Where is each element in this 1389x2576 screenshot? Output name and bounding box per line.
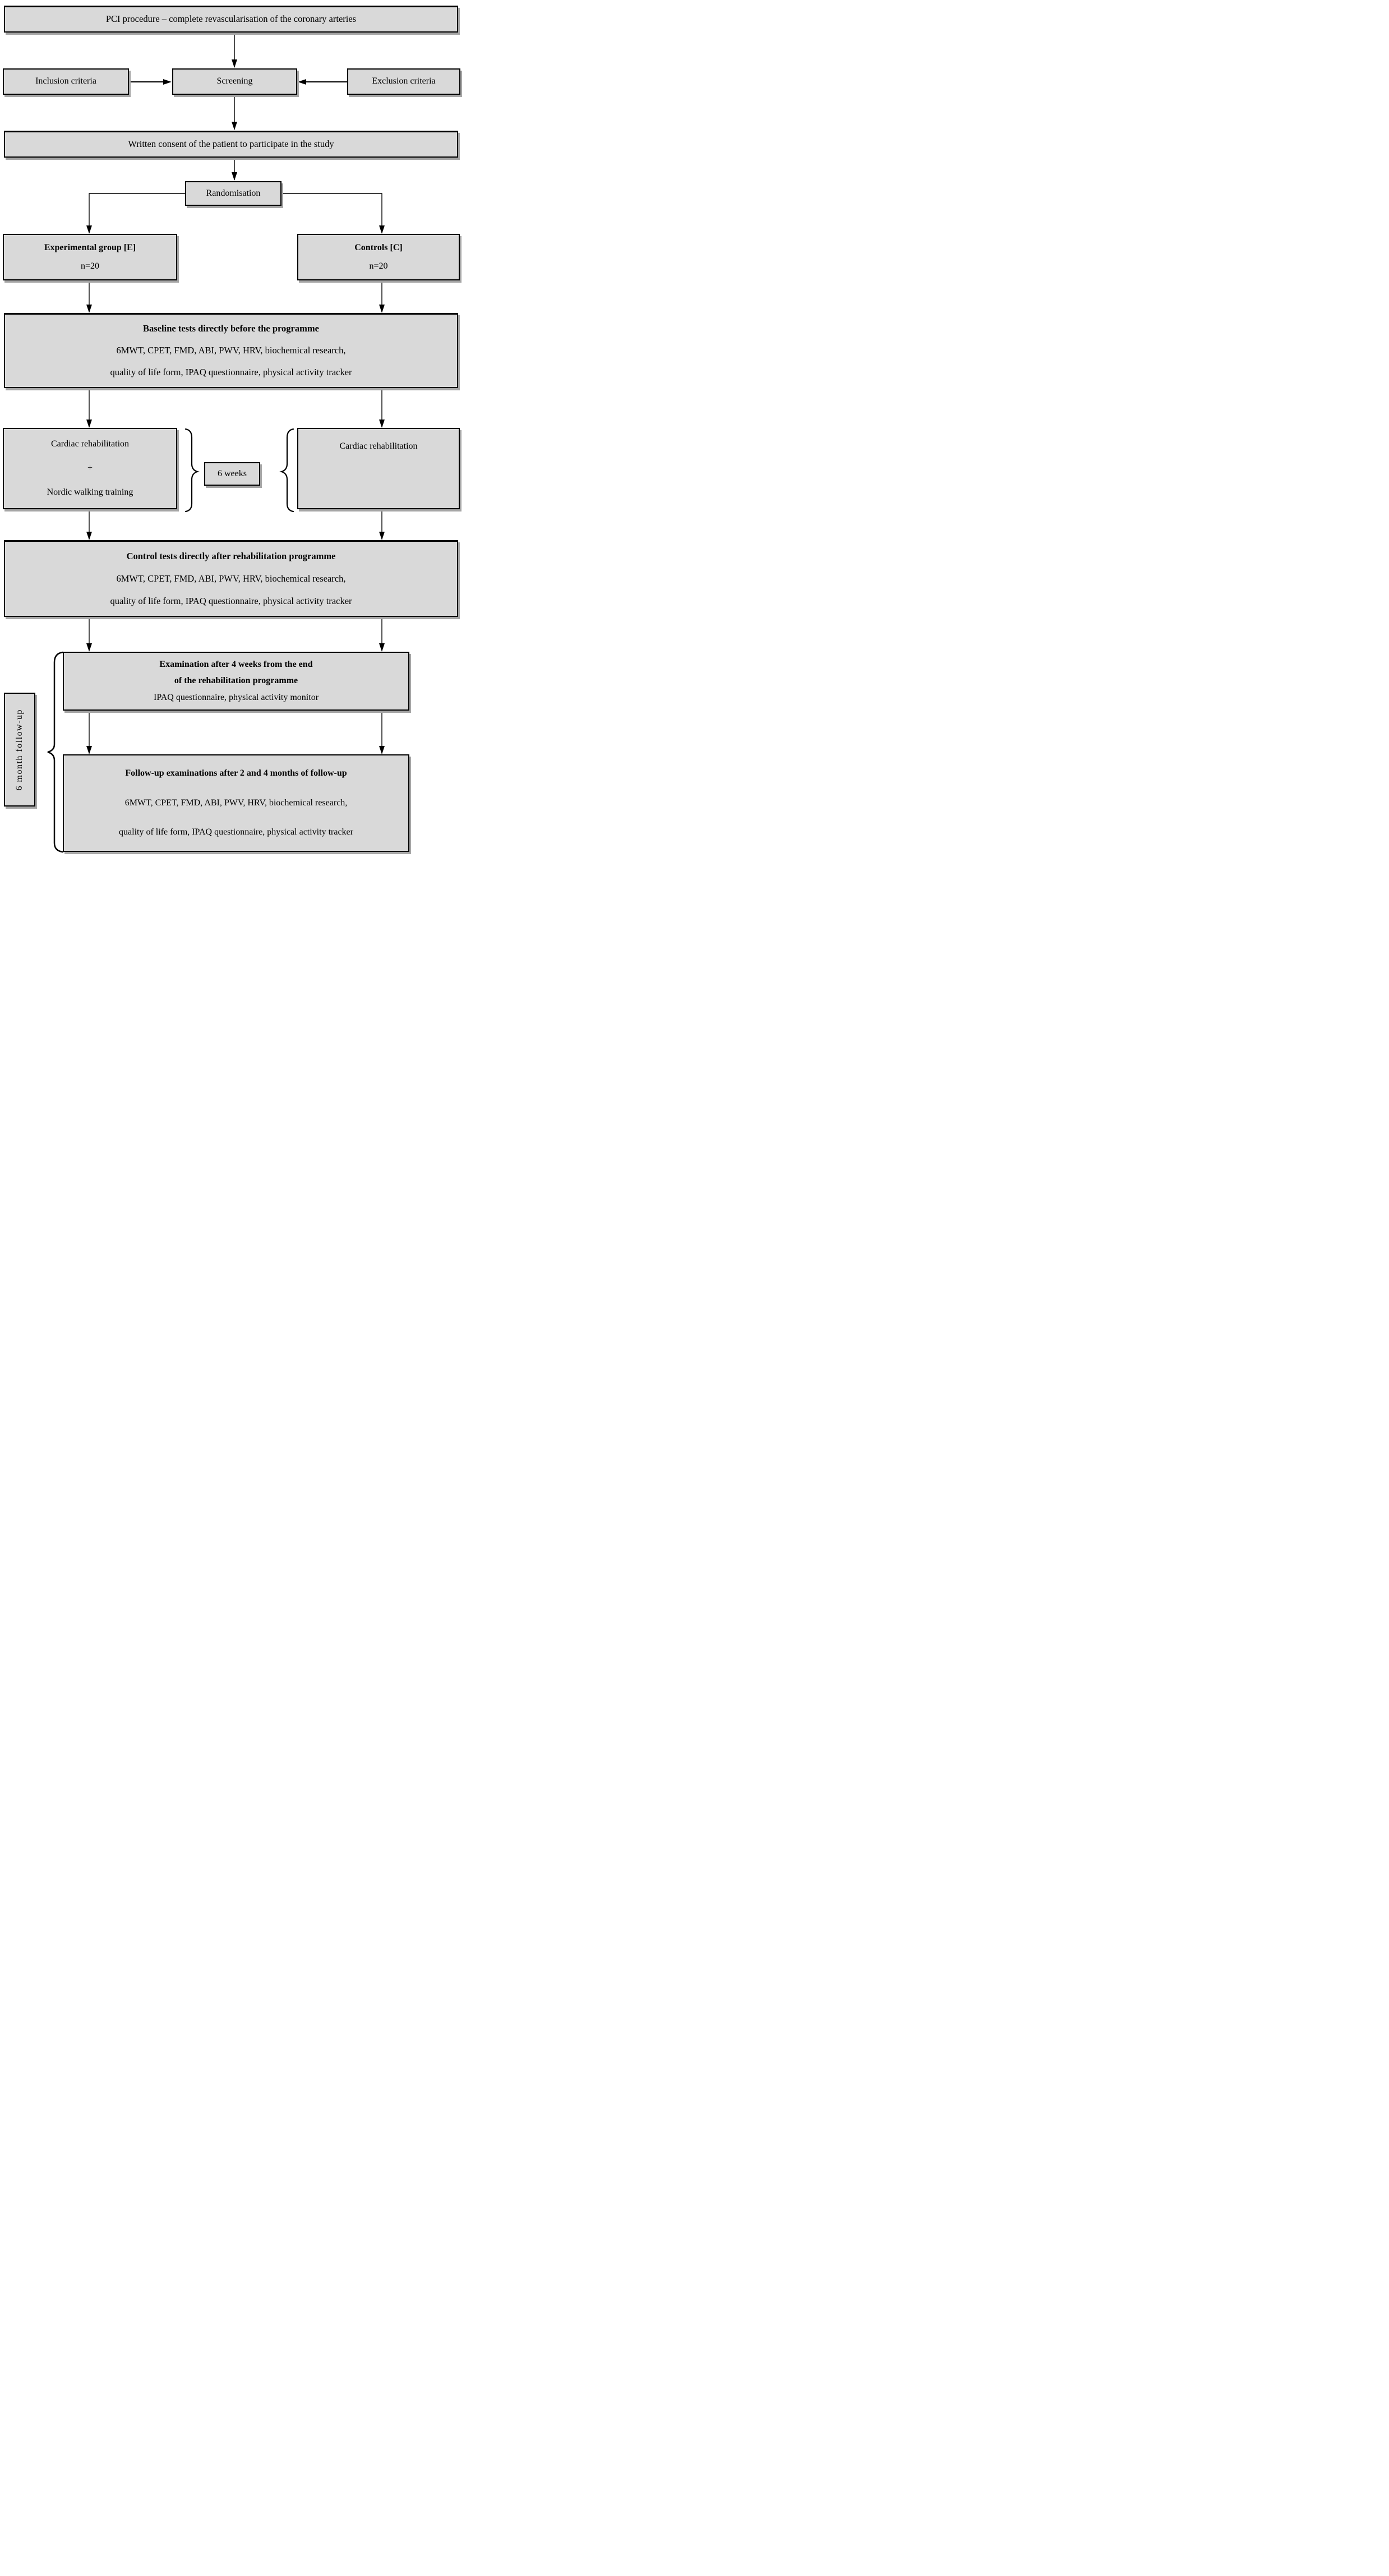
node-experimental-group: Experimental group [E] n=20 <box>3 234 177 280</box>
arrowhead <box>379 746 385 754</box>
box-line: quality of life form, IPAQ questionnaire… <box>110 367 352 378</box>
arrowhead <box>379 225 385 234</box>
node-control-tests: Control tests directly after rehabilitat… <box>4 540 458 617</box>
arrowhead <box>379 532 385 540</box>
node-label: 6 month follow-up <box>15 708 24 791</box>
node-exclusion-criteria: Exclusion criteria <box>347 68 460 95</box>
node-cardiac-rehab-controls: Cardiac rehabilitation <box>297 428 460 509</box>
node-written-consent: Written consent of the patient to partic… <box>4 131 458 158</box>
box-line: quality of life form, IPAQ questionnaire… <box>119 827 353 837</box>
node-controls-group: Controls [C] n=20 <box>297 234 460 280</box>
box-line: 6MWT, CPET, FMD, ABI, PWV, HRV, biochemi… <box>116 573 346 584</box>
group-n: n=20 <box>80 261 100 271</box>
box-line: IPAQ questionnaire, physical activity mo… <box>153 692 319 702</box>
branch-randomisation-right <box>282 193 382 233</box>
node-baseline-tests: Baseline tests directly before the progr… <box>4 313 458 388</box>
group-title: Experimental group [E] <box>44 242 136 252</box>
branch-randomisation-left <box>89 193 185 233</box>
box-title: Examination after 4 weeks from the end <box>159 659 313 669</box>
box-line: 6MWT, CPET, FMD, ABI, PWV, HRV, biochemi… <box>124 798 348 808</box>
box-title: Follow-up examinations after 2 and 4 mon… <box>125 768 347 778</box>
group-n: n=20 <box>369 261 388 271</box>
node-label: PCI procedure – complete revascularisati… <box>105 13 357 25</box>
box-title: Control tests directly after rehabilitat… <box>126 550 336 561</box>
box-title: of the rehabilitation programme <box>174 676 298 686</box>
arrowhead <box>379 305 385 313</box>
box-line: Cardiac rehabilitation <box>50 439 130 449</box>
node-six-weeks: 6 weeks <box>204 462 260 486</box>
six-weeks-right-brace <box>279 428 294 513</box>
box-line: quality of life form, IPAQ questionnaire… <box>110 595 352 606</box>
arrowhead <box>232 59 237 68</box>
node-followup-examinations: Follow-up examinations after 2 and 4 mon… <box>63 754 409 852</box>
six-weeks-left-brace <box>184 428 200 513</box>
arrowhead <box>86 225 92 234</box>
arrowhead <box>379 643 385 652</box>
box-title: Baseline tests directly before the progr… <box>143 323 319 334</box>
arrowhead <box>86 643 92 652</box>
arrowhead <box>86 420 92 428</box>
node-label: Screening <box>216 76 253 86</box>
followup-brace <box>47 651 64 853</box>
arrowhead <box>379 420 385 428</box>
node-examination-4-weeks: Examination after 4 weeks from the end o… <box>63 652 409 711</box>
node-label: Randomisation <box>206 188 261 198</box>
node-screening: Screening <box>172 68 297 95</box>
arrowhead <box>163 79 172 85</box>
arrowhead <box>298 79 306 85</box>
arrowhead <box>86 746 92 754</box>
plus-sign: + <box>87 463 93 473</box>
flowchart-connectors <box>47 33 385 853</box>
node-label: Cardiac rehabilitation <box>339 441 418 451</box>
arrowhead <box>86 305 92 313</box>
node-six-month-followup-label: 6 month follow-up <box>4 693 35 807</box>
node-label: 6 weeks <box>218 468 247 478</box>
node-inclusion-criteria: Inclusion criteria <box>3 68 129 95</box>
arrowhead <box>86 532 92 540</box>
node-label: Written consent of the patient to partic… <box>128 139 334 150</box>
node-label: Exclusion criteria <box>372 76 436 86</box>
node-label: Inclusion criteria <box>35 76 96 86</box>
node-randomisation: Randomisation <box>185 181 282 206</box>
group-title: Controls [C] <box>354 242 403 252</box>
box-line: 6MWT, CPET, FMD, ABI, PWV, HRV, biochemi… <box>116 345 346 356</box>
study-flowchart: PCI procedure – complete revascularisati… <box>0 0 463 859</box>
node-cardiac-rehab-experimental: Cardiac rehabilitation + Nordic walking … <box>3 428 177 509</box>
node-pci-procedure: PCI procedure – complete revascularisati… <box>4 6 458 33</box>
arrowhead <box>232 172 237 181</box>
box-line: Nordic walking training <box>47 487 133 497</box>
arrowhead <box>232 122 237 130</box>
